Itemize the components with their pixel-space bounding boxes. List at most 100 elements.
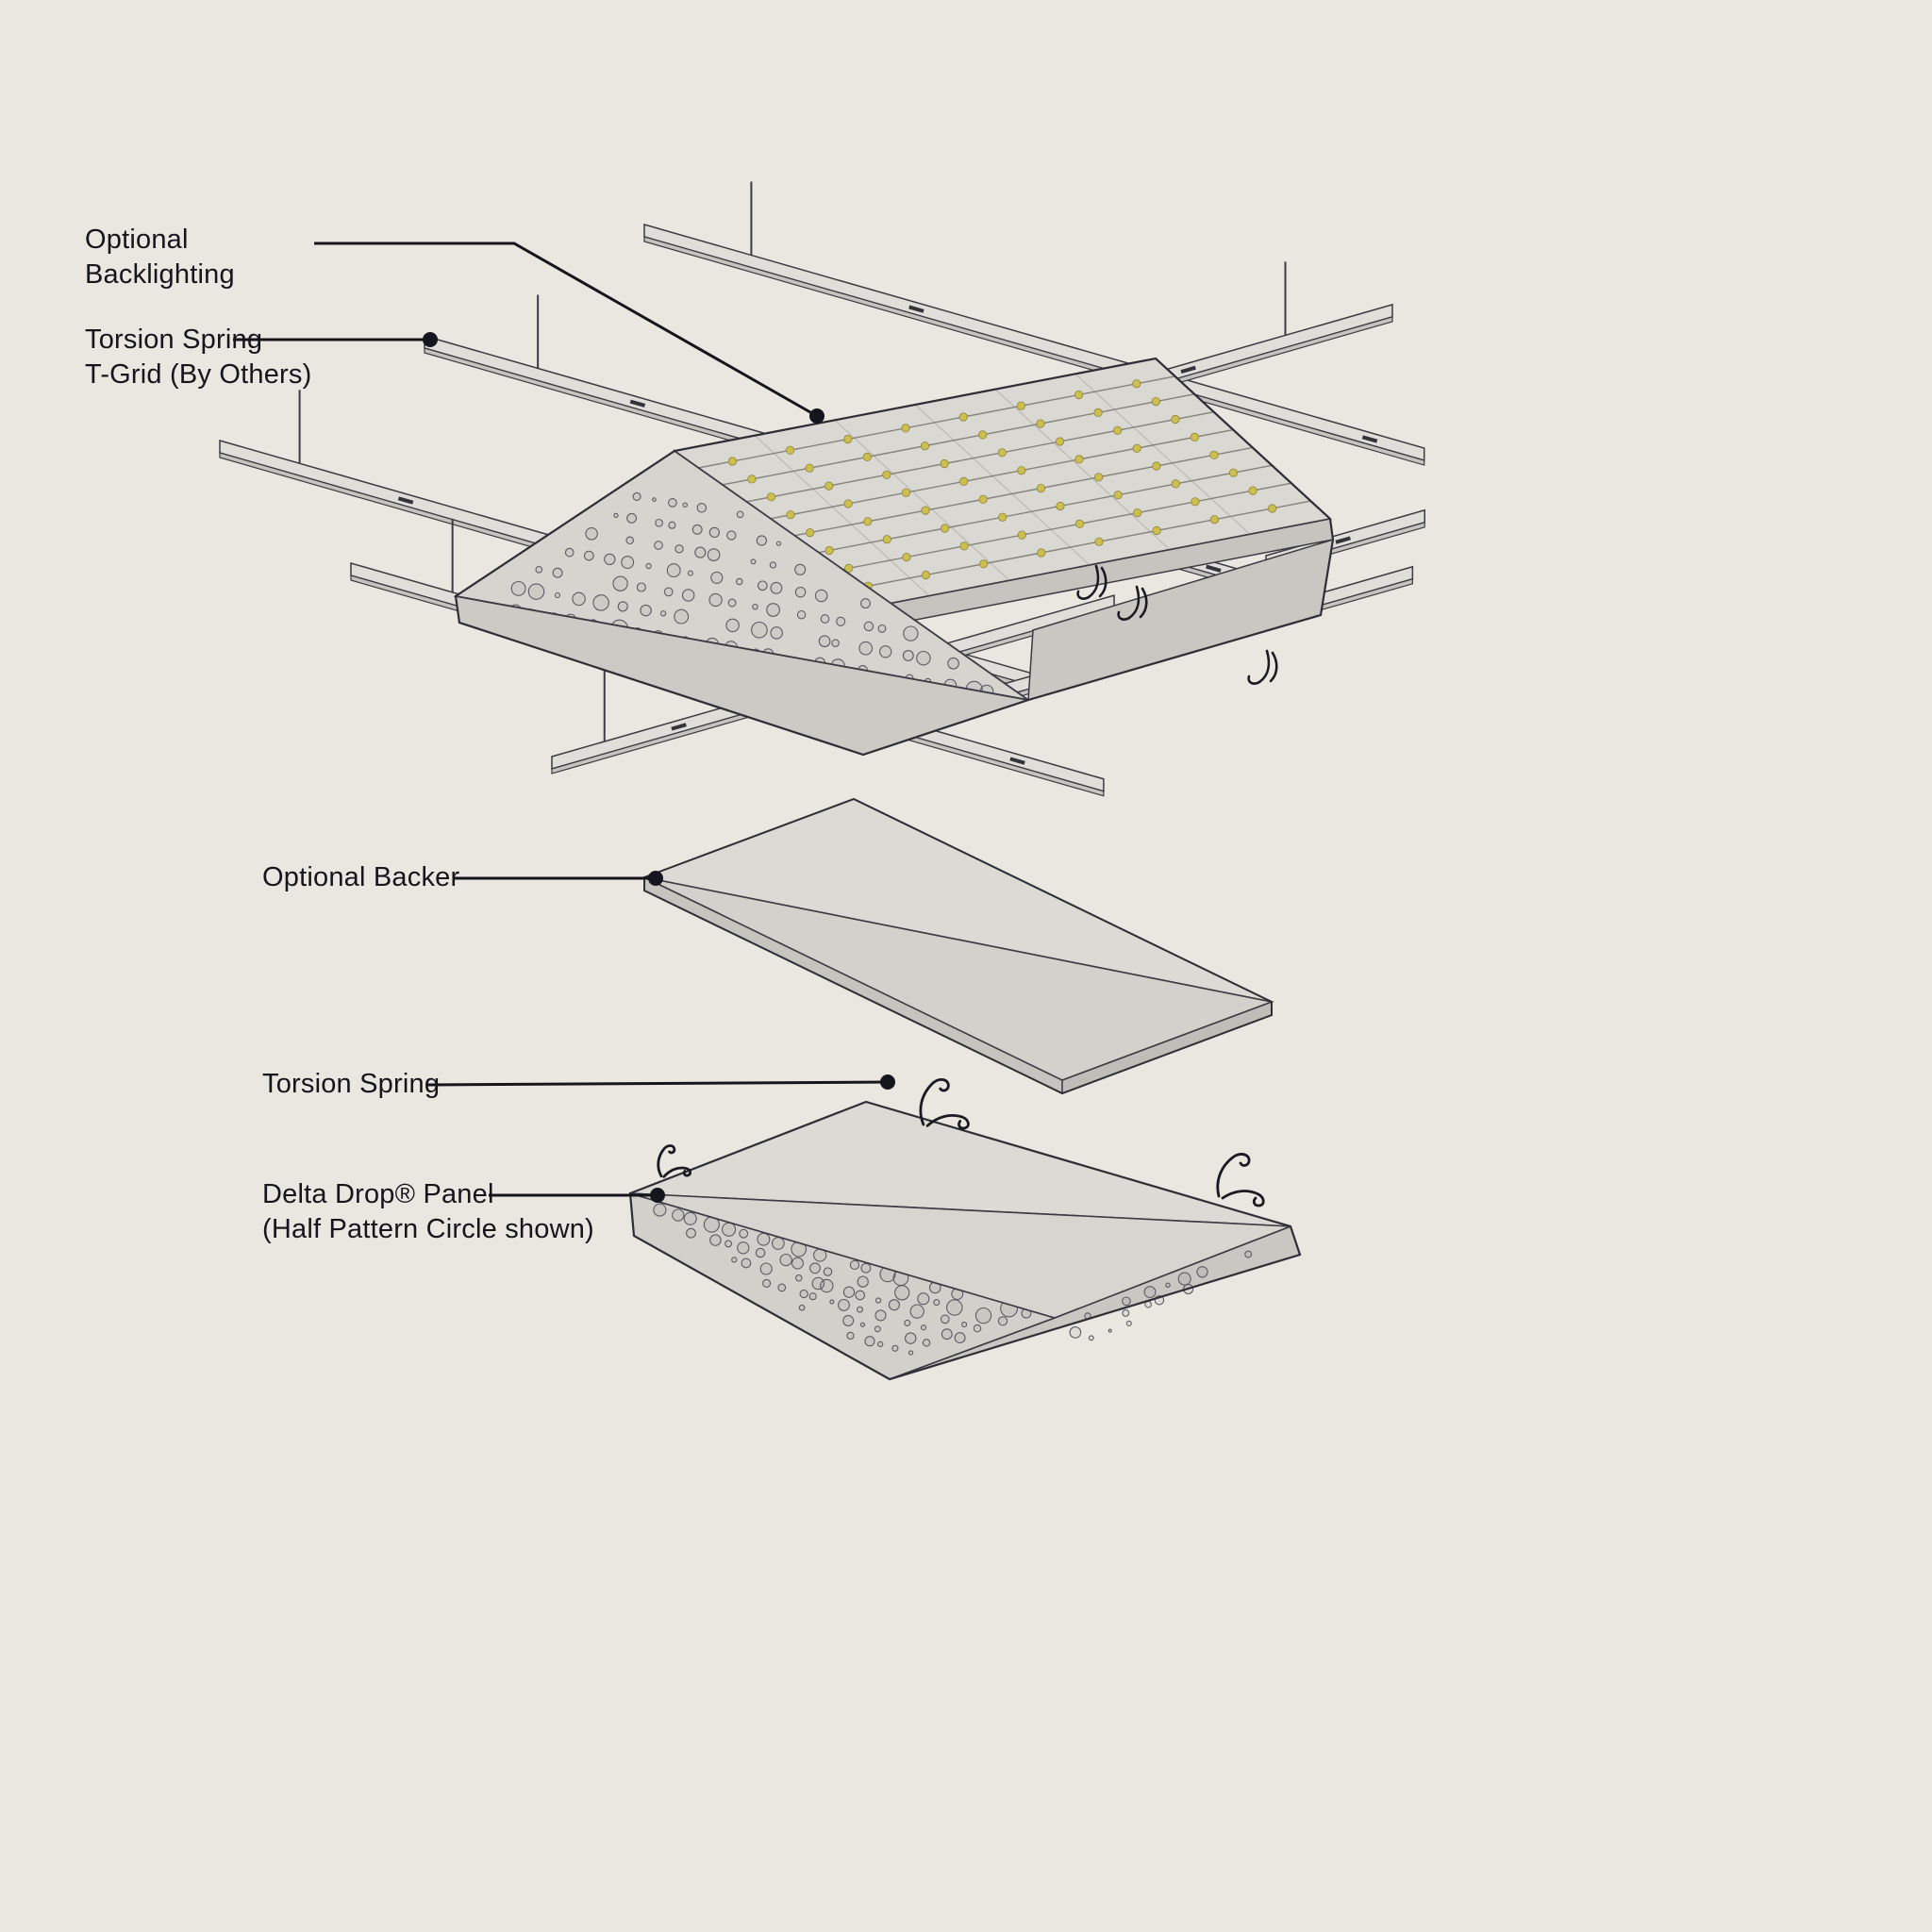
led-dot <box>940 524 950 533</box>
led-dot <box>1248 486 1257 495</box>
led-dot <box>901 488 911 497</box>
led-dot <box>785 445 795 455</box>
led-strip <box>829 500 1311 594</box>
led-strip <box>732 410 1214 506</box>
torsion-spring-hook <box>1247 649 1278 685</box>
perforation-pattern <box>653 1203 1253 1356</box>
leader-dot <box>880 1074 895 1090</box>
led-dot <box>786 510 795 520</box>
led-dot <box>882 470 891 479</box>
led-dot <box>1074 519 1085 528</box>
led-dot <box>940 458 949 469</box>
led-dot <box>1113 425 1123 435</box>
led-dot <box>959 541 969 551</box>
leader-dot <box>650 1188 665 1203</box>
grid-slot <box>671 723 687 731</box>
led-dot <box>844 563 854 574</box>
optional-backer-panel <box>641 797 1274 1095</box>
led-dot <box>1016 401 1026 410</box>
led-dot <box>805 527 815 538</box>
led-dot <box>1152 525 1161 536</box>
led-dot <box>902 552 911 562</box>
led-dot <box>843 434 853 444</box>
led-strip <box>752 428 1234 524</box>
led-dot <box>766 492 776 502</box>
led-dot <box>1152 461 1161 471</box>
delta-drop-panel <box>628 1078 1302 1381</box>
grid-slot <box>1361 435 1378 443</box>
led-dot <box>1094 473 1104 482</box>
led-dot <box>978 494 988 504</box>
led-dot <box>1056 501 1065 511</box>
led-strip <box>712 393 1195 488</box>
led-dot <box>1133 508 1142 518</box>
led-strip <box>809 482 1292 576</box>
led-dot <box>1209 515 1220 525</box>
leader-dot <box>423 332 438 347</box>
torsion-spring <box>1216 1153 1265 1208</box>
led-dot <box>1171 414 1180 425</box>
led-dot <box>824 481 834 491</box>
led-dot <box>1132 379 1141 389</box>
led-dot <box>805 463 814 473</box>
led-dot <box>1190 432 1200 441</box>
led-dot <box>843 499 853 508</box>
led-dot <box>1074 455 1084 464</box>
led-dot <box>1094 537 1104 546</box>
led-dot <box>1074 390 1084 400</box>
assembled-panel-with-grid <box>453 357 1335 757</box>
grid-slot <box>1335 536 1351 544</box>
torsion-spring-hook <box>1117 585 1148 621</box>
leader-lines <box>233 242 895 1203</box>
grid-slot <box>908 305 924 313</box>
led-dot <box>1037 548 1046 558</box>
led-dot <box>824 545 834 556</box>
led-dot <box>1113 491 1123 500</box>
led-dot <box>1093 408 1103 417</box>
led-dot <box>979 559 989 569</box>
led-dot <box>882 535 891 544</box>
led-dot <box>958 412 968 422</box>
led-dot <box>1055 437 1065 446</box>
led-dot <box>1017 530 1026 540</box>
leader-dot <box>648 871 663 886</box>
grid-slot <box>629 399 646 408</box>
led-dot <box>727 457 738 466</box>
grid-slot <box>1180 365 1196 375</box>
led-dot <box>863 517 873 526</box>
led-dot <box>920 441 930 451</box>
grid-slot <box>1009 757 1025 765</box>
led-dot <box>1228 468 1239 477</box>
led-dot <box>921 570 931 580</box>
led-dot <box>747 475 757 484</box>
led-dot <box>1268 504 1277 513</box>
label-optional-backlighting: Optional Backlighting <box>85 225 235 290</box>
led-dot <box>1191 497 1200 507</box>
label-torsion-spring: Torsion Spring <box>262 1069 441 1099</box>
led-strip <box>791 464 1273 559</box>
leader-line <box>426 1080 889 1087</box>
led-dot <box>1171 479 1180 489</box>
led-dot <box>997 448 1007 458</box>
led-dot <box>1209 450 1219 459</box>
led-dot <box>901 424 910 433</box>
led-strip <box>693 375 1175 470</box>
label-torsion-spring-t-grid: Torsion Spring T-Grid (By Others) <box>85 325 312 390</box>
led-dot <box>978 430 988 440</box>
led-dot <box>1017 466 1026 475</box>
led-dot <box>1036 419 1045 428</box>
torsion-spring-hook <box>1076 564 1108 600</box>
led-dot <box>1036 483 1046 493</box>
leader-line <box>314 242 818 418</box>
torsion-spring <box>919 1078 970 1130</box>
led-dot <box>921 506 930 515</box>
grid-slot <box>1206 564 1222 573</box>
grid-slot <box>397 496 414 505</box>
led-strips <box>693 375 1311 594</box>
leader-dot <box>809 408 824 424</box>
label-delta-drop-panel: Delta Drop® Panel (Half Pattern Circle s… <box>262 1179 594 1244</box>
led-dot <box>958 476 969 486</box>
led-strip <box>771 446 1253 541</box>
